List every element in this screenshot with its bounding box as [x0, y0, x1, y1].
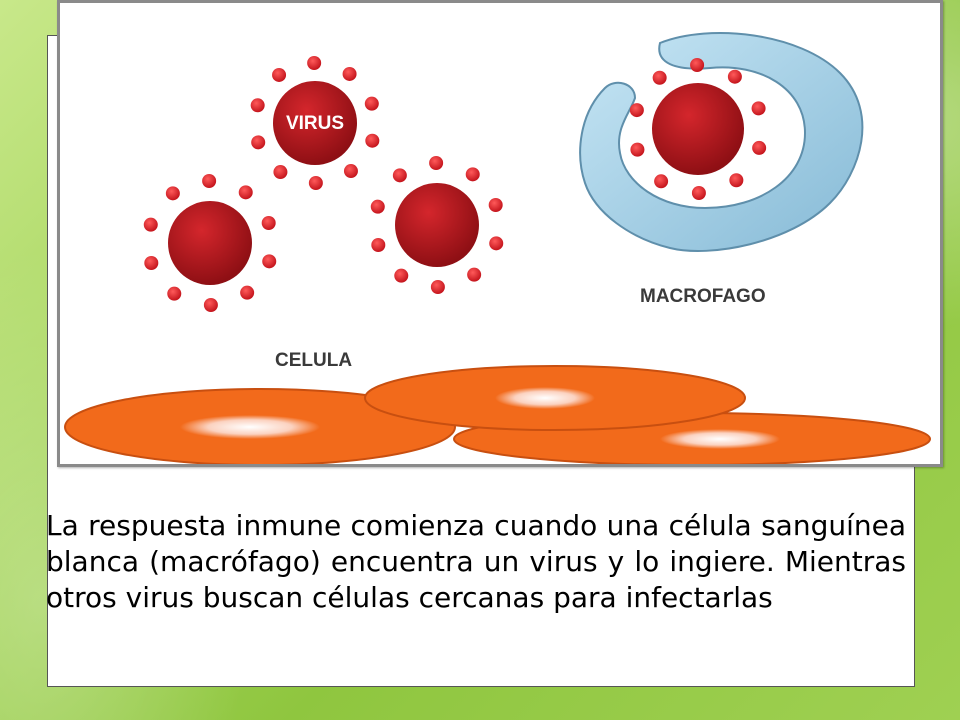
virus-spike [261, 216, 276, 231]
virus-group [143, 56, 767, 312]
virus-spike [262, 254, 277, 269]
virus-ingested [629, 58, 767, 200]
virus-spike [751, 101, 766, 116]
virus-spike [342, 66, 357, 81]
virus-spike [465, 167, 480, 182]
virus-spike [467, 267, 482, 282]
virus-spike [272, 67, 287, 82]
virus-body [652, 83, 744, 175]
virus-spike [429, 156, 444, 171]
virus-top [250, 56, 380, 190]
virus-spike [430, 279, 445, 294]
virus-spike [364, 96, 379, 111]
virus-spike [489, 236, 504, 251]
virus-spike [365, 133, 380, 148]
virus-spike [392, 168, 407, 183]
virus-spike [371, 237, 386, 252]
virus-spike [652, 70, 667, 85]
virus-spike [308, 175, 323, 190]
virus-body [273, 81, 357, 165]
immune-response-illustration: VIRUS MACROFAGO CELULA [57, 0, 943, 467]
virus-spike [240, 285, 255, 300]
virus-body [395, 183, 479, 267]
virus-body [168, 201, 252, 285]
celula-label: CELULA [275, 350, 352, 371]
caption-text: La respuesta inmune comienza cuando una … [46, 509, 906, 614]
virus-spike [654, 174, 669, 189]
virus-spike [343, 164, 358, 179]
virus-spike [752, 140, 767, 155]
virus-spike [727, 69, 742, 84]
virus-spike [729, 173, 744, 188]
virus-middle [370, 156, 504, 294]
virus-spike [630, 142, 645, 157]
blood-cell-left [64, 388, 456, 464]
virus-spike [250, 98, 265, 113]
virus-spike [690, 58, 705, 73]
blood-cell-center [364, 365, 746, 431]
virus-spike [165, 186, 180, 201]
macrofago-label: MACROFAGO [640, 286, 766, 307]
virus-spike [143, 217, 158, 232]
virus-spike [307, 56, 322, 71]
virus-spike [691, 185, 706, 200]
virus-spike [202, 174, 217, 189]
virus-left [143, 174, 277, 312]
virus-spike [144, 255, 159, 270]
virus-spike [167, 286, 182, 301]
macrophage-cell [579, 32, 864, 252]
virus-spike [394, 268, 409, 283]
virus-spike [238, 185, 253, 200]
virus-spike [488, 198, 503, 213]
virus-spike [629, 103, 644, 118]
virus-spike [203, 297, 218, 312]
virus-spike [273, 165, 288, 180]
virus-spike [370, 199, 385, 214]
virus-spike [251, 135, 266, 150]
virus-label: VIRUS [286, 113, 344, 134]
